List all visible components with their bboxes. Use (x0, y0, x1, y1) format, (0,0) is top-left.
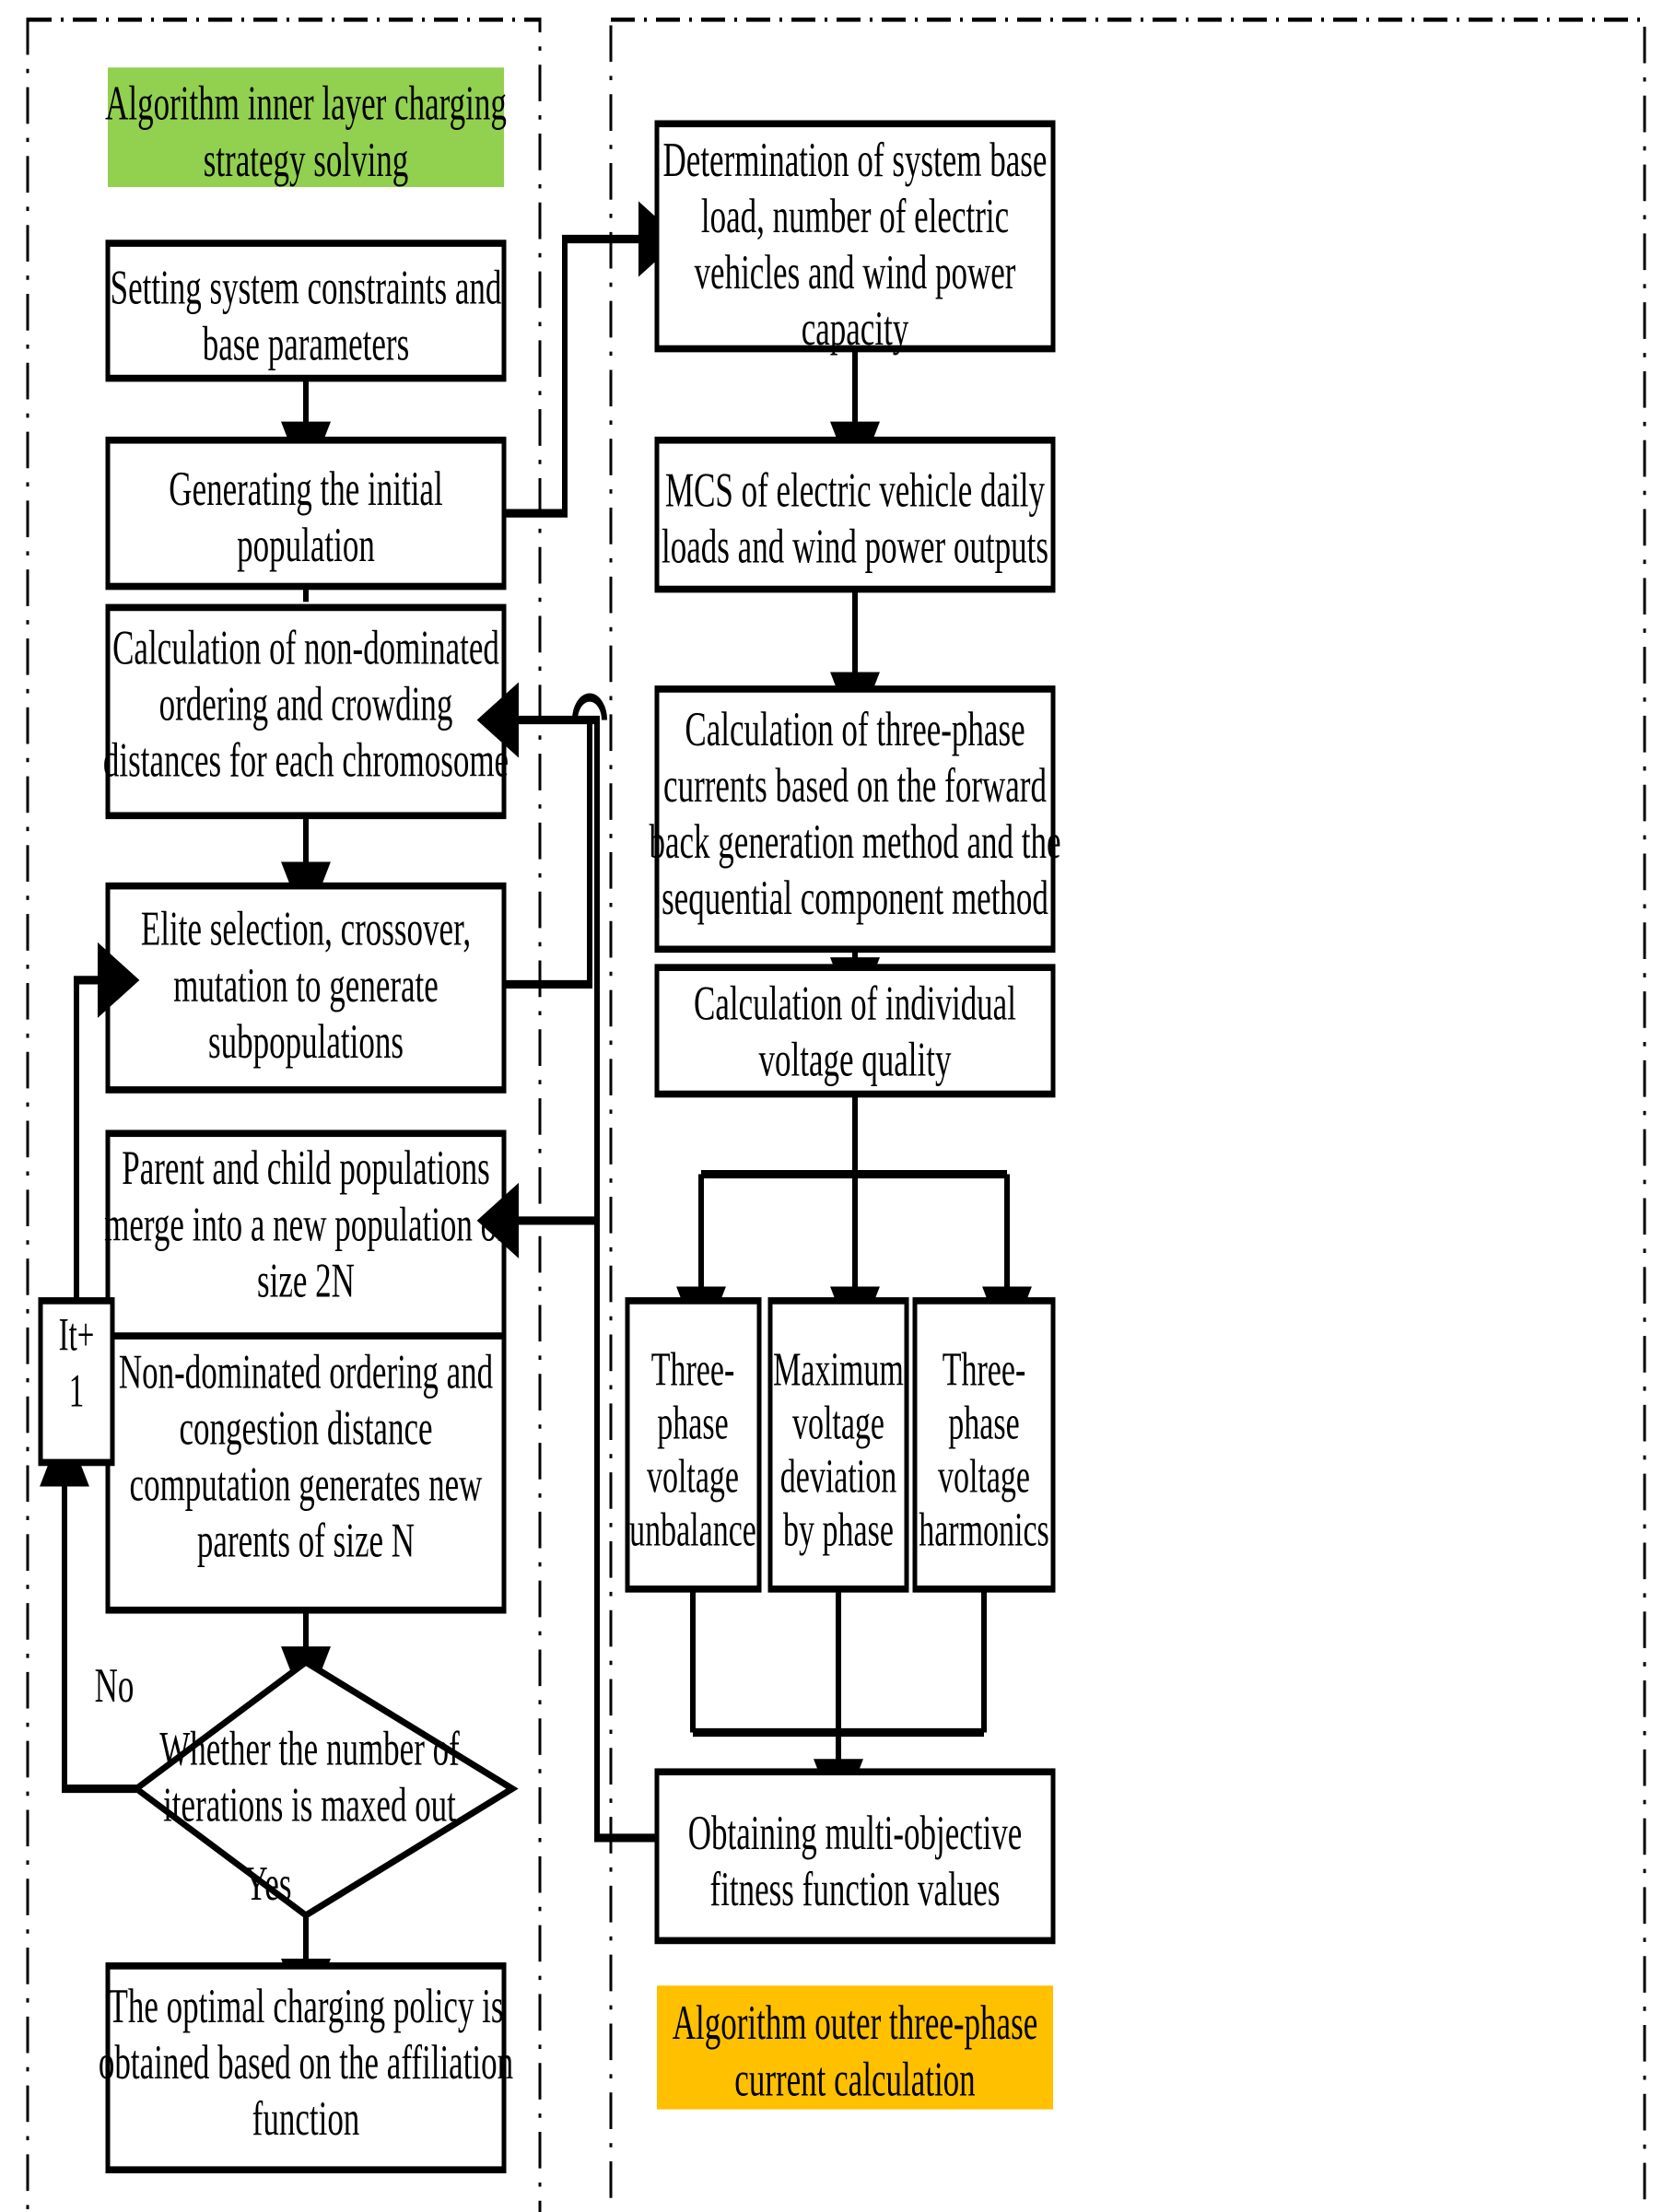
right-panel-border (609, 18, 1646, 2212)
node-setting-line1: Setting system constraints and (111, 260, 502, 314)
node-iter-increment-line2: 1 (69, 1366, 85, 1418)
edge-iter-to-elite (74, 942, 140, 1301)
edge-no-to-iter (40, 1422, 136, 1794)
node-voltage-quality-line1: Calculation of individual (694, 976, 1016, 1030)
node-deviation-line2: voltage (792, 1398, 884, 1450)
node-deviation-line3: deviation (780, 1451, 897, 1504)
node-nondom-calc-line3: distances for each chromosome (103, 732, 509, 787)
node-mcs-line1: MCS of electric vehicle daily (665, 462, 1045, 517)
node-harmonics-line4: harmonics (919, 1504, 1049, 1557)
node-generate-init-line1: Generating the initial (169, 462, 442, 516)
node-harmonics-line3: voltage (938, 1451, 1030, 1504)
node-nondom-calc[interactable] (105, 603, 507, 820)
node-three-phase-currents-line4: sequential component method (662, 871, 1048, 925)
node-voltage-quality-line2: voltage quality (759, 1032, 952, 1086)
node-optimal-line3: function (252, 2091, 360, 2146)
inner-header-fill (108, 67, 504, 188)
line-hop-arc (572, 693, 607, 720)
node-merge-line2: merge into a new population of (104, 1197, 508, 1251)
node-setting[interactable] (105, 240, 507, 382)
node-unbalance-line3: voltage (647, 1451, 739, 1504)
node-unbalance-line2: phase (657, 1398, 728, 1450)
decision-max-iter-line1: Whether the number of (159, 1721, 460, 1775)
node-nondom-order-line1: Non-dominated ordering and (119, 1344, 494, 1399)
node-deviation-line4: by phase (783, 1504, 894, 1557)
inner-header-line2: strategy solving (204, 132, 409, 186)
node-optimal[interactable] (105, 1962, 507, 2174)
node-merge-line1: Parent and child populations (122, 1141, 489, 1195)
node-deviation-line1: Maximum (773, 1344, 904, 1397)
node-unbalance[interactable] (625, 1297, 762, 1593)
edge-label-yes: Yes (245, 1856, 292, 1911)
node-optimal-line2: obtained based on the affiliation (99, 2035, 513, 2089)
node-harmonics-line1: Three- (943, 1344, 1026, 1397)
node-nondom-calc-line2: ordering and crowding (159, 676, 453, 731)
outer-header-line1: Algorithm outer three-phase (673, 1995, 1037, 2050)
edge-fitness-to-nondom (476, 682, 656, 1843)
node-three-phase-currents-line1: Calculation of three-phase (685, 702, 1025, 756)
node-nondom-calc-line1: Calculation of non-dominated (112, 620, 499, 674)
decision-max-iter-line2: iterations is maxed out (163, 1777, 456, 1832)
node-three-phase-currents-line3: back generation method and the (649, 814, 1060, 869)
node-determination-line3: vehicles and wind power (695, 245, 1016, 299)
node-setting-line2: base parameters (203, 316, 409, 370)
node-generate-init-line2: population (237, 518, 375, 572)
edge-elite-to-right-chain (504, 720, 592, 989)
node-fitness[interactable] (654, 1768, 1056, 1945)
node-nondom-order[interactable] (105, 1332, 507, 1614)
node-fitness-line2: fitness function values (710, 1862, 1001, 1916)
inner-header-line1: Algorithm inner layer charging (105, 76, 507, 130)
node-fitness-line1: Obtaining multi-objective (688, 1806, 1023, 1860)
outer-header-line2: current calculation (734, 2052, 975, 2106)
node-elite-line1: Elite selection, crossover, (141, 901, 471, 955)
node-harmonics[interactable] (912, 1297, 1056, 1593)
outer-header-fill (657, 1985, 1053, 2110)
node-determination-line1: Determination of system base (663, 132, 1048, 186)
node-nondom-order-line2: congestion distance (179, 1400, 432, 1455)
node-elite[interactable] (105, 882, 507, 1094)
node-optimal-line1: The optimal charging policy is (109, 1979, 504, 2033)
node-harmonics-line2: phase (948, 1398, 1019, 1450)
node-unbalance-line4: unbalance (629, 1504, 756, 1557)
node-elite-line2: mutation to generate (173, 957, 439, 1012)
node-nondom-order-line3: computation generates new (130, 1457, 483, 1511)
node-three-phase-currents-line2: currents based on the forward (663, 758, 1047, 813)
node-mcs-line2: loads and wind power outputs (662, 519, 1048, 573)
node-iter-increment[interactable] (38, 1297, 115, 1467)
node-deviation[interactable] (767, 1297, 909, 1593)
node-iter-increment-line1: It+ (59, 1310, 95, 1362)
node-determination[interactable] (654, 120, 1056, 353)
node-merge-line3: size 2N (257, 1253, 355, 1307)
edge-generate-to-determination (504, 201, 681, 518)
node-elite-line3: subpopulations (208, 1014, 404, 1069)
node-nondom-order-line4: parents of size N (197, 1513, 415, 1567)
node-unbalance-line1: Three- (651, 1344, 735, 1397)
node-determination-line4: capacity (802, 301, 909, 356)
left-panel-border (26, 18, 542, 2212)
edge-label-no: No (95, 1658, 135, 1713)
node-determination-line2: load, number of electric (701, 189, 1009, 243)
